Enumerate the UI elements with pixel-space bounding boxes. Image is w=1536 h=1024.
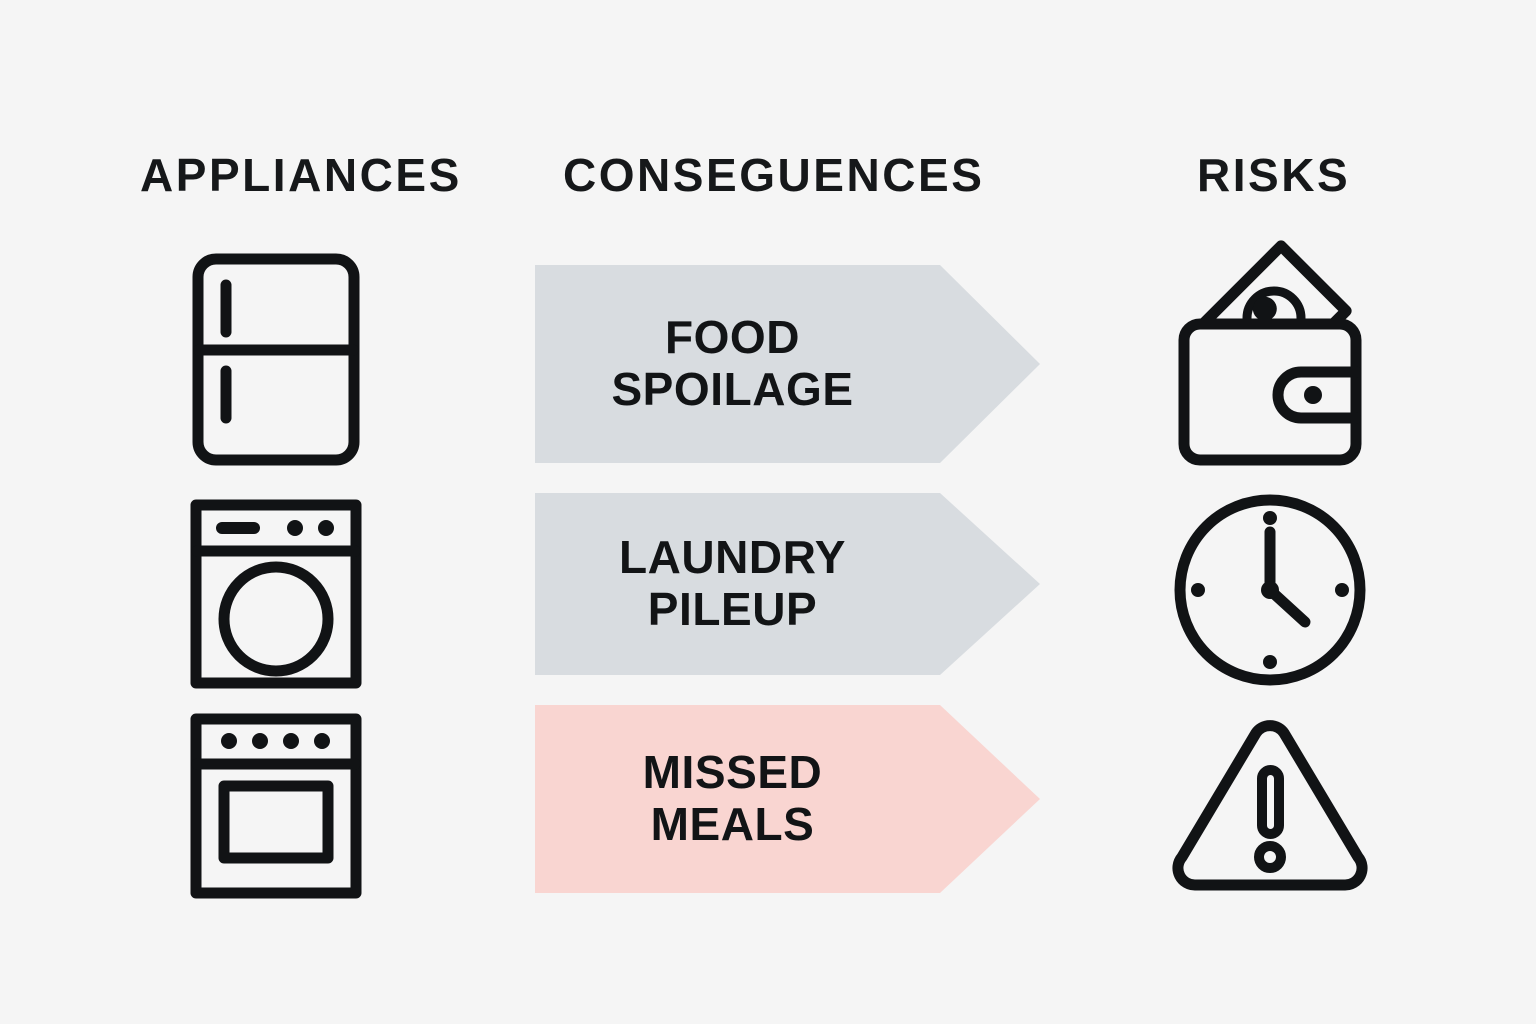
oven-knob-4 <box>314 733 330 749</box>
refrigerator-icon <box>192 253 360 465</box>
consequence-banner-label: LAUNDRY PILEUP <box>618 531 847 635</box>
consequence-banner-missed-meals[interactable]: MISSED MEALS <box>535 705 1040 893</box>
oven-door-window <box>218 780 334 864</box>
appliance-item-refrigerator <box>186 250 366 468</box>
appliance-item-washing-machine <box>186 496 366 692</box>
risk-item-clock <box>1165 490 1375 690</box>
column-header-consequences: CONSEGUENCES <box>563 149 985 201</box>
risk-item-wallet <box>1165 232 1375 472</box>
washer-slot-indicator <box>216 522 260 534</box>
washer-drum-door <box>218 561 334 677</box>
exclamation-bar <box>1257 764 1284 839</box>
consequence-banner-laundry-pileup[interactable]: LAUNDRY PILEUP <box>535 493 1040 675</box>
exclamation-dot <box>1254 840 1286 873</box>
appliance-item-oven <box>186 712 366 900</box>
oven-knob-2 <box>252 733 268 749</box>
washer-dot-1 <box>287 520 303 536</box>
oven-knob-3 <box>283 733 299 749</box>
wallet-body <box>1178 318 1362 466</box>
warning-triangle-icon <box>1172 719 1368 890</box>
clock-icon <box>1174 494 1366 686</box>
oven-knob-1 <box>221 733 237 749</box>
washing-machine-icon <box>190 499 362 689</box>
wallet-money-icon <box>1178 240 1362 466</box>
consequence-banner-food-spoilage[interactable]: FOOD SPOILAGE <box>535 265 1040 463</box>
appliances-column <box>186 250 366 900</box>
clock-tick-6 <box>1263 655 1277 669</box>
washer-dot-2 <box>318 520 334 536</box>
clock-tick-12 <box>1263 511 1277 525</box>
consequence-banner-label: MISSED MEALS <box>642 746 823 850</box>
consequences-column: FOOD SPOILAGE LAUNDRY PILEUP MISSED MEAL… <box>535 265 1040 893</box>
risk-item-warning <box>1165 712 1375 897</box>
column-header-risks: RISKS <box>1197 149 1351 201</box>
oven-icon <box>190 713 362 899</box>
wallet-clasp-dot <box>1304 386 1322 404</box>
clock-tick-9 <box>1191 583 1205 597</box>
clock-tick-3 <box>1335 583 1349 597</box>
risks-column <box>1165 232 1375 897</box>
column-header-appliances: APPLIANCES <box>140 149 462 201</box>
consequence-banner-label: FOOD SPOILAGE <box>611 311 854 415</box>
clock-center-pin <box>1261 581 1279 599</box>
wallet-clasp <box>1272 366 1362 424</box>
warning-triangle-outline <box>1172 719 1368 890</box>
